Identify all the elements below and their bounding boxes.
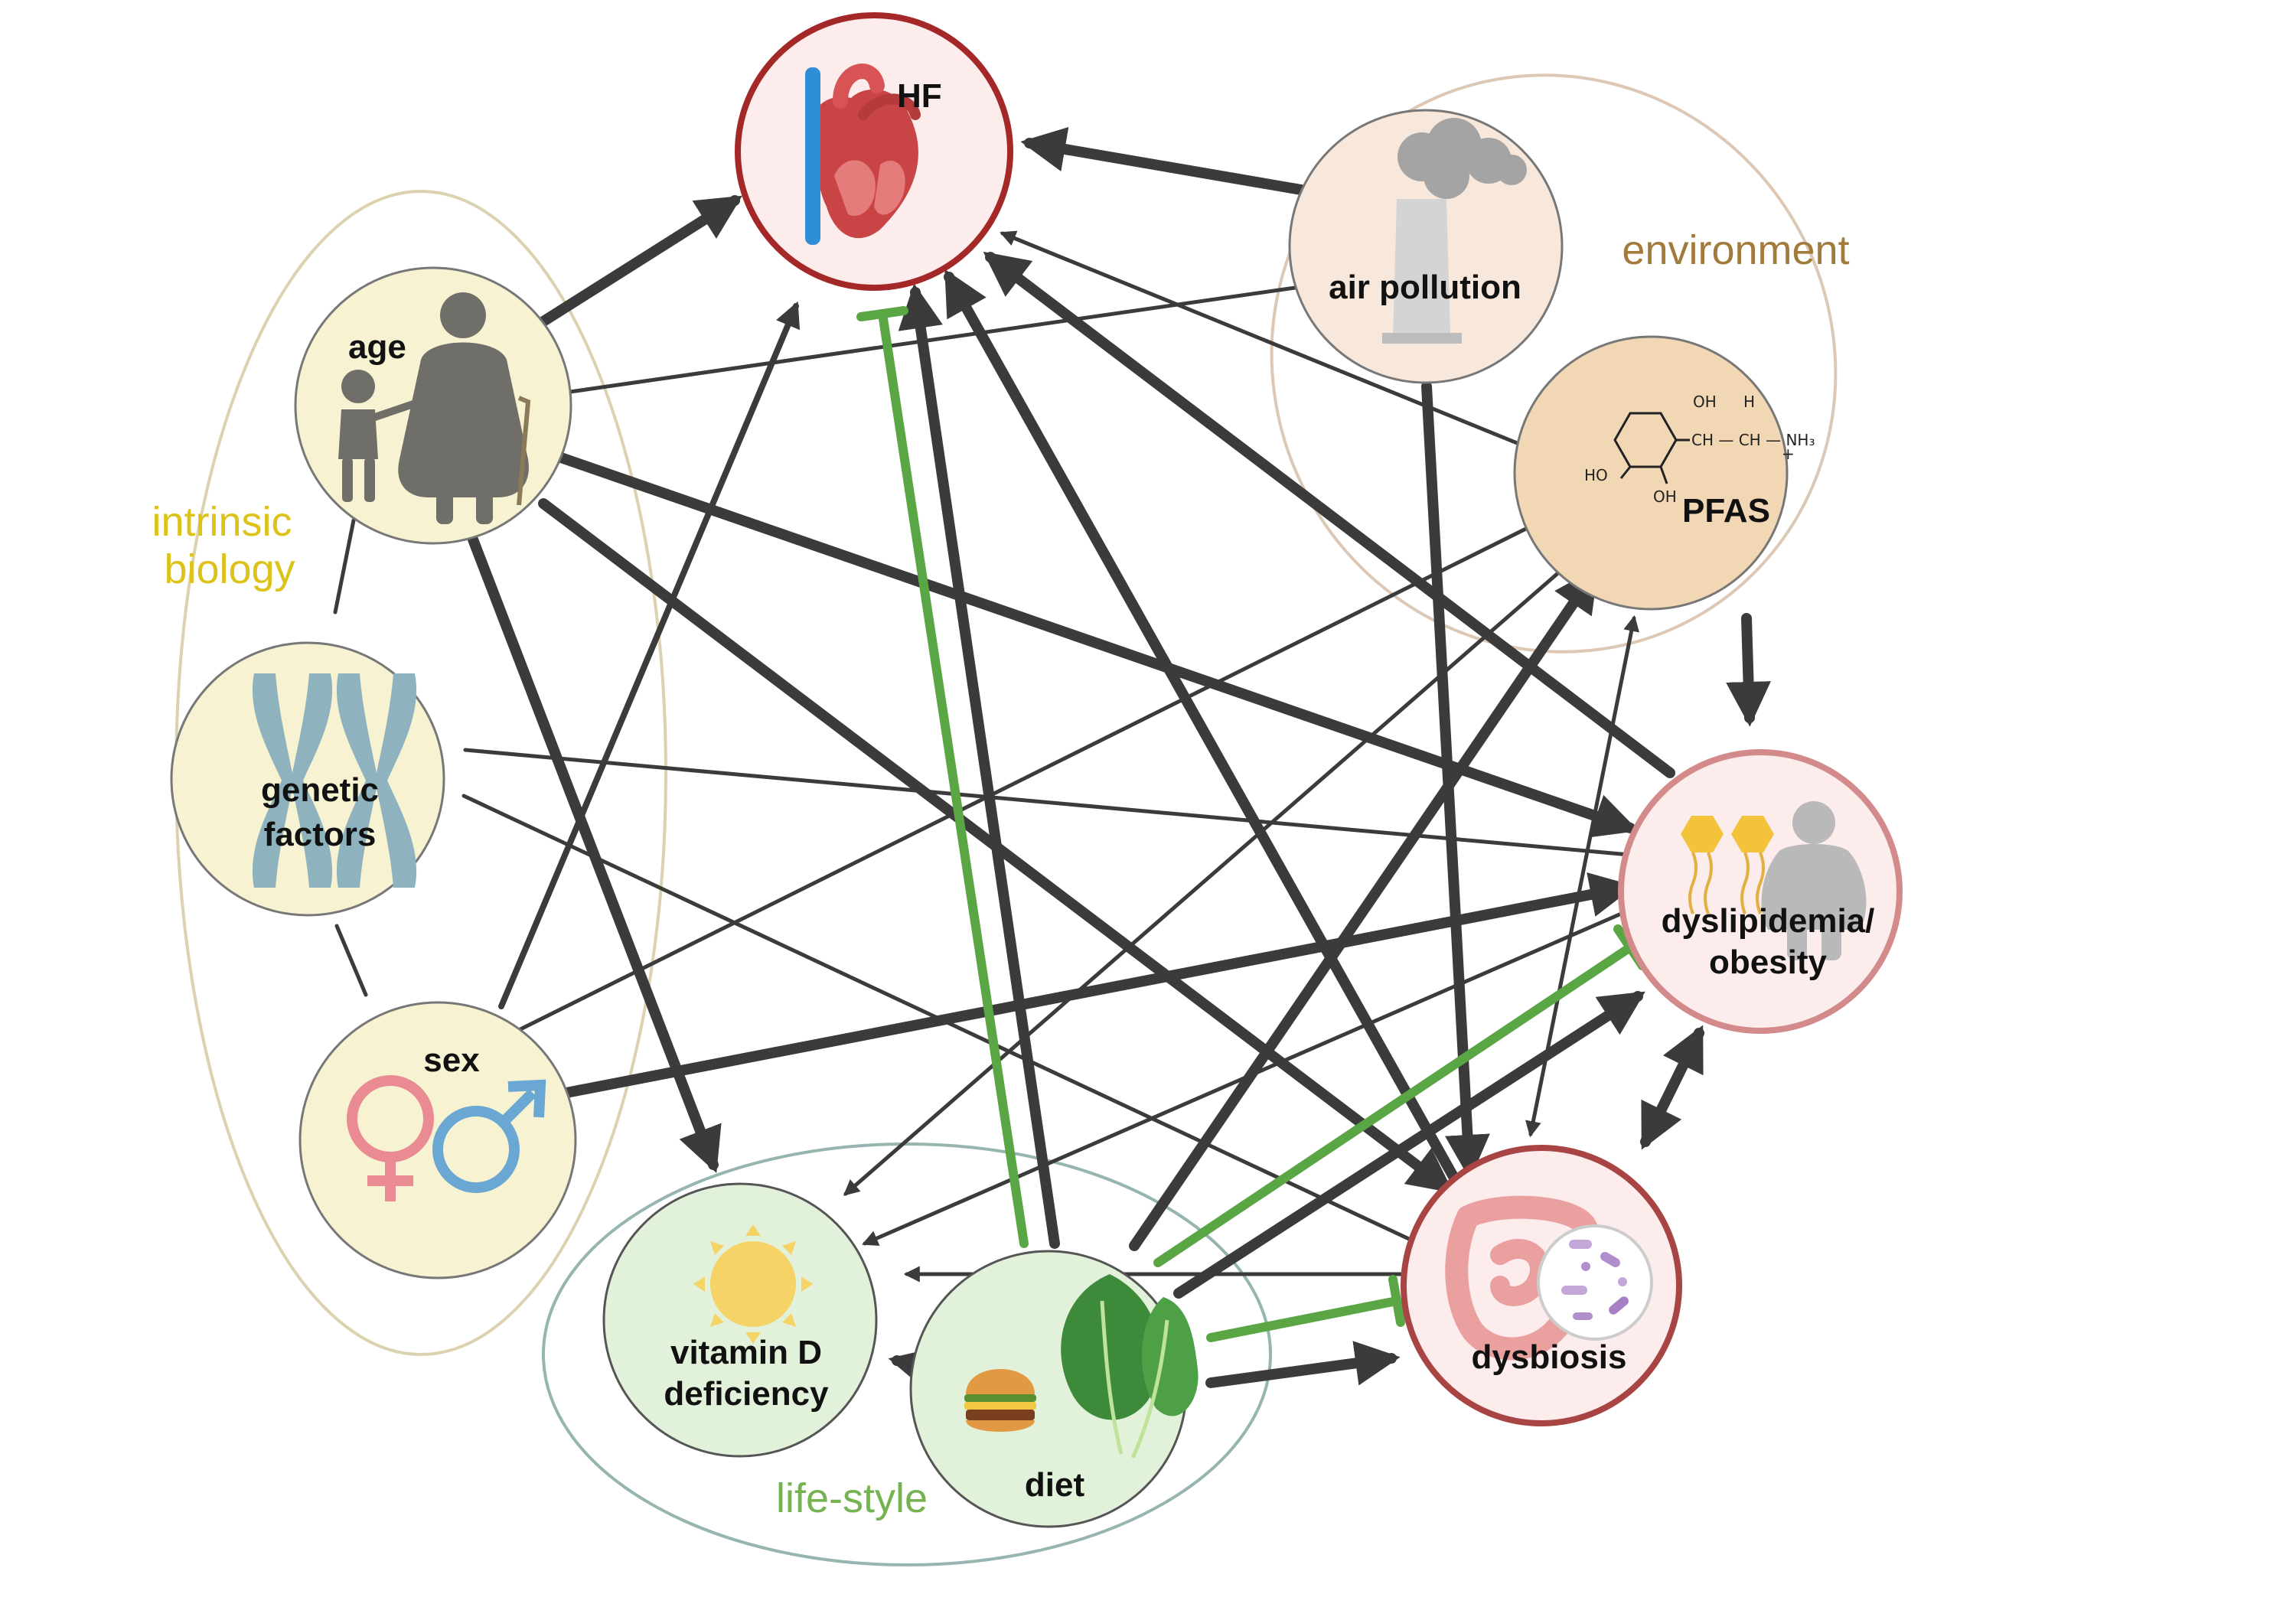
- sun-icon: [693, 1224, 813, 1344]
- edge-genetic-to-dyslip: [463, 748, 1642, 862]
- node-diet: diet: [909, 1250, 1199, 1528]
- lipid-obese-person-icon: [1681, 801, 1867, 960]
- lifestyle-group: [542, 1143, 1272, 1566]
- vitd-label-line1: vitamin D: [670, 1334, 822, 1371]
- age-label: age: [348, 328, 406, 366]
- chem-h-top: H: [1743, 393, 1755, 411]
- chem-oh-top: OH: [1693, 393, 1717, 411]
- sex-label: sex: [423, 1041, 480, 1079]
- elderly-with-child-icon: [338, 292, 531, 524]
- inhibit-diet-hf-bar: [856, 306, 908, 321]
- environment-label: environment: [1622, 227, 1849, 273]
- inhibit-diet-dyslip: [1153, 943, 1635, 1267]
- edge-diet-to-pfas: [1129, 566, 1599, 1251]
- edge-age-genetic: [333, 518, 356, 614]
- edge-sex-to-pfas: [518, 503, 1577, 1032]
- node-dysbiosis: dysbiosis: [1401, 1145, 1682, 1426]
- heart-icon: [805, 64, 921, 245]
- burger-spinach-icon: [964, 1274, 1199, 1459]
- genetic-label-line1: genetic: [261, 771, 379, 809]
- edge-dyslip-dysbiosis: [1640, 1025, 1704, 1150]
- edge-pfas-to-vitd: [843, 538, 1598, 1196]
- air-label: air pollution: [1329, 269, 1521, 306]
- genetic-label-line2: factors: [264, 816, 377, 853]
- hf-label: HF: [897, 77, 942, 115]
- edge-air-to-hf: [1020, 126, 1306, 195]
- node-genetic: genetic factors: [170, 641, 445, 917]
- edge-genetic-sex: [334, 924, 368, 997]
- edge-dysbiosis-to-hf: [944, 269, 1475, 1211]
- edge-diet-to-dysbiosis: [1205, 1341, 1401, 1388]
- edge-age-to-vitd: [468, 534, 722, 1173]
- chemical-structure-icon: OH H CH — CH — NH₃ + HO OH: [1584, 393, 1815, 506]
- chem-plus: +: [1782, 445, 1795, 463]
- factory-chimney-icon: [1382, 118, 1527, 344]
- edge-sex-to-hf: [498, 301, 801, 1009]
- node-hf: HF: [735, 12, 1013, 291]
- node-vitd: vitamin D deficiency: [602, 1182, 878, 1458]
- edge-diet-to-hf: [898, 283, 1060, 1249]
- pfas-label: PFAS: [1682, 492, 1770, 530]
- edge-pfas-to-hf: [1000, 230, 1568, 465]
- edges: [333, 126, 1771, 1391]
- dysbiosis-label: dysbiosis: [1472, 1338, 1627, 1376]
- intestine-bacteria-icon: [1445, 1195, 1653, 1361]
- node-age: age: [294, 266, 572, 545]
- edge-pfas-to-dyslip: [1726, 613, 1771, 727]
- gender-symbols-icon: [347, 1075, 546, 1201]
- diet-label: diet: [1025, 1466, 1085, 1504]
- dyslip-label-line1: dyslipidemia/: [1662, 902, 1875, 940]
- chem-oh-bottom: OH: [1653, 487, 1677, 506]
- dyslip-label-line2: obesity: [1709, 944, 1828, 981]
- edge-sex-to-dyslip: [561, 872, 1636, 1098]
- node-sex: sex: [298, 1001, 577, 1279]
- intrinsic-label-line1: intrinsic: [152, 499, 292, 545]
- edge-age-to-air: [568, 282, 1319, 394]
- lifestyle-label: life-style: [776, 1475, 928, 1521]
- chromosome-icon: [252, 673, 417, 888]
- inhibit-diet-dysbiosis: [1206, 1296, 1401, 1342]
- node-dyslip: dyslipidemia/ obesity: [1618, 749, 1903, 1034]
- edge-age-to-dysbiosis: [538, 498, 1454, 1194]
- intrinsic-label-line2: biology: [164, 546, 295, 592]
- inhibit-diet-dysbiosis-bar: [1388, 1275, 1405, 1327]
- node-air: air pollution: [1288, 109, 1564, 384]
- chem-chain: CH — CH — NH₃: [1691, 431, 1815, 449]
- chem-ho: HO: [1584, 466, 1608, 484]
- edge-age-to-hf: [538, 195, 742, 327]
- edge-diet-to-dyslip: [1173, 991, 1645, 1299]
- node-pfas: OH H CH — CH — NH₃ + HO OH PFAS: [1513, 335, 1815, 611]
- inhibit-diet-hf: [878, 309, 1029, 1248]
- vitd-label-line2: deficiency: [664, 1375, 829, 1413]
